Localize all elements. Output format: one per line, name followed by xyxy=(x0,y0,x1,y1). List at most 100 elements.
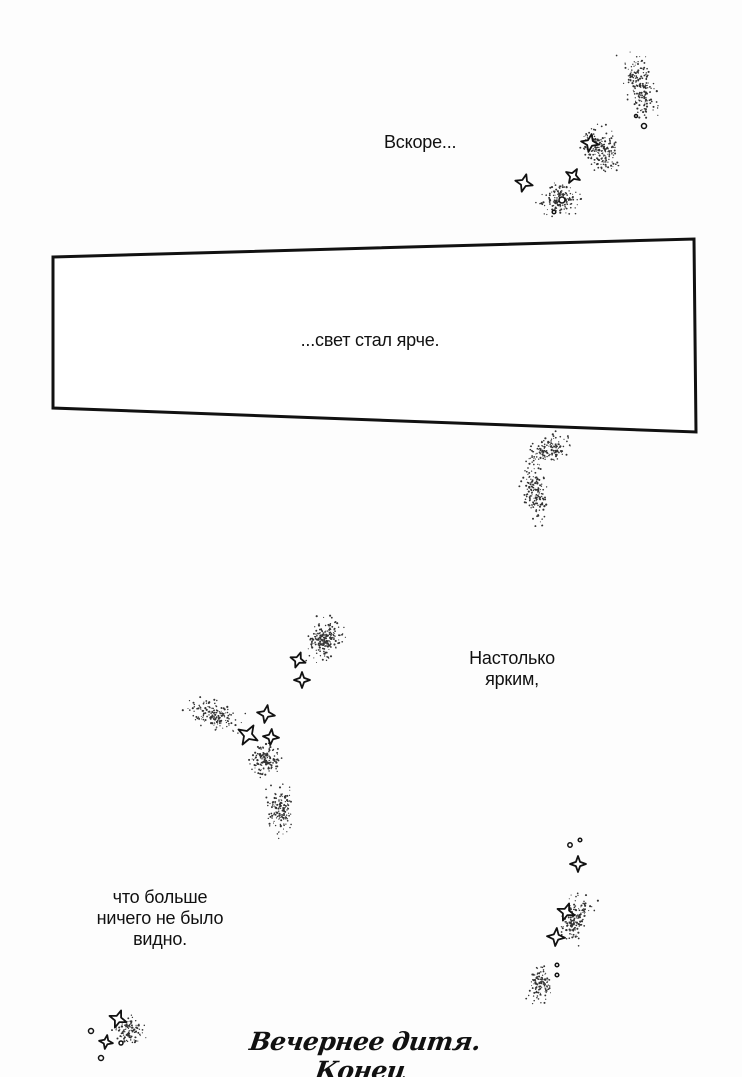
stardust-dot xyxy=(283,823,285,825)
stardust-dot xyxy=(283,817,285,819)
stardust-dot xyxy=(333,636,335,638)
stardust-dot xyxy=(554,430,557,433)
stardust-dot xyxy=(573,936,575,938)
stardust-dot xyxy=(326,645,328,647)
stardust-dot xyxy=(137,1027,139,1029)
stardust-dot xyxy=(624,63,626,65)
stardust-dot xyxy=(222,715,224,717)
stardust-dot xyxy=(643,104,645,107)
stardust-dot xyxy=(127,1021,129,1023)
stardust-dot xyxy=(544,498,547,501)
stardust-dot xyxy=(555,443,557,445)
stardust-dot xyxy=(589,905,592,908)
stardust-dot xyxy=(288,786,291,788)
stardust-dot xyxy=(579,916,582,919)
stardust-dot xyxy=(533,457,535,459)
stardust-dot xyxy=(644,91,647,94)
stardust-dot xyxy=(212,717,215,720)
stardust-dot xyxy=(276,812,278,815)
stardust-dot xyxy=(282,833,284,835)
stardust-dot xyxy=(561,934,563,936)
stardust-dot xyxy=(254,771,256,773)
stardust-dot xyxy=(636,107,639,110)
stardust-dot xyxy=(265,796,268,799)
stardust-dot xyxy=(588,131,591,134)
stardust-dot xyxy=(537,998,540,1000)
stardust-dot xyxy=(576,199,578,201)
stardust-dot xyxy=(217,714,220,717)
stardust-dot xyxy=(593,159,596,161)
stardust-dot xyxy=(568,212,571,215)
stardust-dot xyxy=(215,711,218,714)
stardust-dot xyxy=(544,456,546,458)
stardust-dot xyxy=(583,900,585,903)
stardust-dot xyxy=(624,62,626,64)
stardust-dot xyxy=(626,93,629,96)
stardust-dot xyxy=(232,729,234,731)
stardust-dot xyxy=(272,748,275,751)
stardust-dot xyxy=(118,1026,121,1029)
stardust-dot xyxy=(204,712,207,715)
stardust-dot xyxy=(655,101,658,103)
stardust-dot xyxy=(552,458,554,461)
stardust-dot xyxy=(319,634,322,637)
stardust-dot xyxy=(537,972,539,975)
stardust-dot xyxy=(637,111,639,113)
stardust-dot xyxy=(334,632,336,634)
stardust-dot xyxy=(608,158,610,161)
stardust-dot xyxy=(126,1040,129,1043)
stardust-dot xyxy=(219,720,222,722)
stardust-dot xyxy=(577,944,580,947)
stardust-dot xyxy=(554,194,556,196)
stardust-dot xyxy=(321,644,323,646)
stardust-dot xyxy=(541,524,544,527)
stardust-dot xyxy=(566,922,569,925)
stardust-dot xyxy=(582,902,585,905)
stardust-dot xyxy=(259,769,262,772)
stardust-dot xyxy=(574,207,576,209)
stardust-dot xyxy=(569,907,572,910)
stardust-dot xyxy=(129,1039,132,1041)
stardust-dot xyxy=(583,925,586,927)
stardust-dot xyxy=(525,501,527,504)
stardust-dot xyxy=(539,490,541,492)
stardust-dot xyxy=(538,972,541,975)
stardust-dot xyxy=(322,641,324,643)
stardust-dot xyxy=(125,1025,127,1027)
caption-soon: Вскоре... xyxy=(384,132,457,153)
stardust-dot xyxy=(210,712,212,715)
stardust-dot xyxy=(132,1030,134,1032)
stardust-dot xyxy=(639,56,641,58)
stardust-dot xyxy=(560,926,563,928)
star-sparkle-icon xyxy=(514,173,534,193)
stardust-dot xyxy=(566,924,569,927)
stardust-dot xyxy=(600,125,603,128)
stardust-dot xyxy=(645,116,648,119)
stardust-dot xyxy=(540,966,542,968)
stardust-dot xyxy=(269,756,271,759)
stardust-dot xyxy=(278,786,282,789)
stardust-dot xyxy=(614,163,617,166)
stardust-dot xyxy=(535,986,538,989)
stardust-dot xyxy=(220,707,223,709)
stardust-dot xyxy=(323,639,326,642)
stardust-dot xyxy=(611,161,613,163)
stardust-dot xyxy=(220,710,222,712)
stardust-dot xyxy=(263,756,266,759)
stardust-dot xyxy=(576,917,578,919)
stardust-dot xyxy=(326,643,328,645)
stardust-dot xyxy=(549,444,552,446)
stardust-dot xyxy=(280,793,283,796)
stardust-dot xyxy=(541,203,544,206)
stardust-dot xyxy=(341,633,343,636)
stardust-dot xyxy=(310,645,313,647)
stardust-dot xyxy=(533,499,536,502)
stardust-dot xyxy=(611,135,614,137)
stardust-dot xyxy=(122,1030,125,1032)
stardust-dot xyxy=(590,163,593,165)
stardust-dot xyxy=(210,716,212,718)
stardust-dot xyxy=(130,1014,133,1016)
stardust-dot xyxy=(226,717,228,719)
stardust-dot xyxy=(543,983,547,986)
